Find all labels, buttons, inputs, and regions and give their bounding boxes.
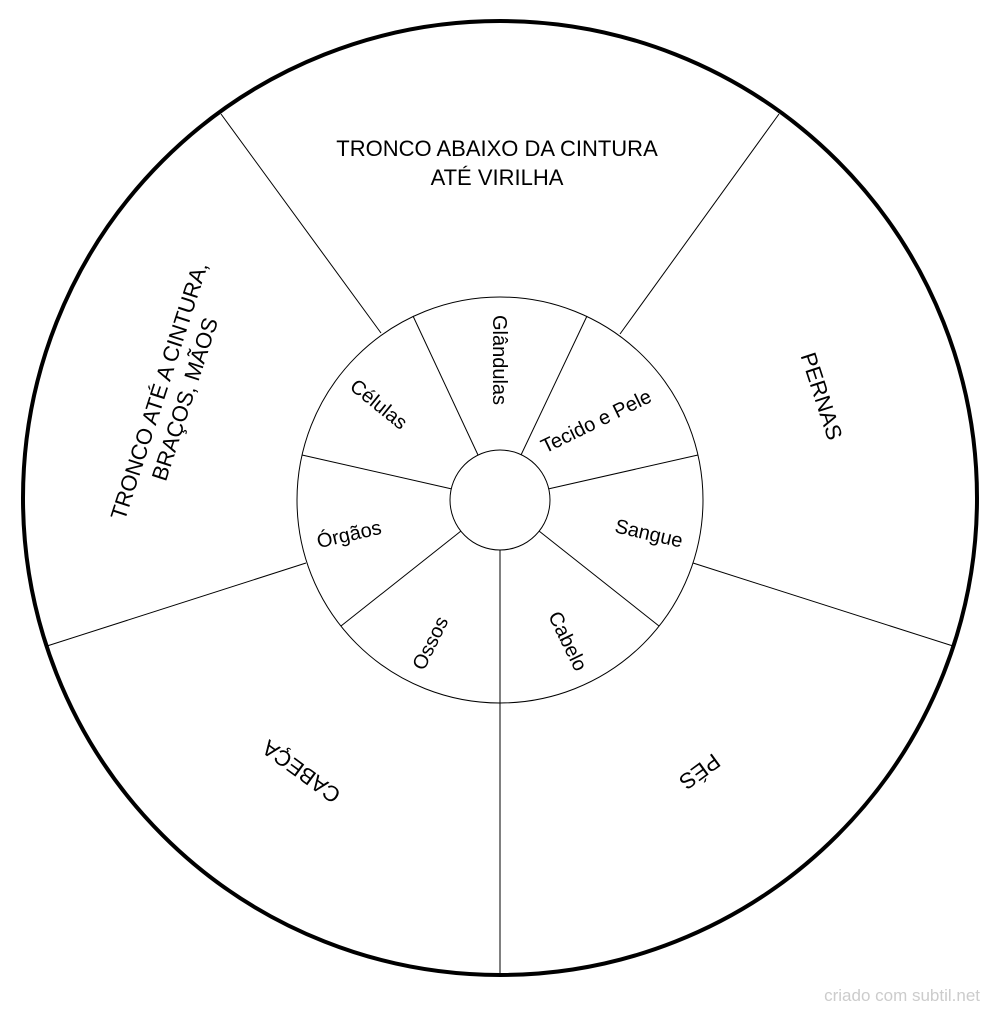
- inner-divider-2: [520, 315, 588, 456]
- inner-label-sangue: Sangue: [613, 515, 685, 552]
- inner-label-tecido-pele: Tecido e Pele: [538, 386, 656, 458]
- inner-divider-1: [412, 315, 479, 456]
- outer-label-line: CABEÇA: [257, 735, 345, 809]
- outer-divider-3: [692, 562, 954, 647]
- inner-label-text: Células: [346, 375, 412, 434]
- outer-label-cabeca: CABEÇA: [257, 735, 345, 809]
- inner-divider-3: [547, 454, 699, 490]
- outer-label-line: PERNAS: [796, 349, 848, 443]
- outer-label-tronco-abaixo: TRONCO ABAIXO DA CINTURA ATÉ VIRILHA: [336, 136, 658, 190]
- outer-label-pes: PÉS: [675, 749, 725, 795]
- outer-label-pernas: PERNAS: [796, 349, 848, 443]
- inner-label-orgaos: Órgãos: [315, 516, 384, 553]
- inner-label-text: Glândulas: [488, 315, 510, 405]
- outer-divider-1: [220, 113, 382, 334]
- outer-label-tronco-cintura: TRONCO ATÉ A CINTURA, BRAÇOS, MÃOS: [106, 259, 223, 523]
- outer-label-line: PÉS: [675, 749, 725, 795]
- inner-divider-6: [340, 530, 462, 627]
- watermark-text: criado com subtil.net: [824, 986, 980, 1005]
- outer-label-line: ATÉ VIRILHA: [431, 165, 564, 190]
- inner-label-text: Cabelo: [543, 608, 591, 675]
- inner-label-text: Órgãos: [315, 516, 384, 553]
- inner-label-cabelo: Cabelo: [543, 608, 591, 675]
- inner-divider-4: [538, 530, 660, 627]
- inner-label-celulas: Células: [346, 375, 412, 434]
- outer-divider-2: [619, 113, 780, 335]
- inner-label-ossos: Ossos: [409, 613, 454, 674]
- center-circle: [449, 449, 551, 551]
- inner-label-text: Tecido e Pele: [538, 386, 656, 458]
- outer-label-line: TRONCO ABAIXO DA CINTURA: [336, 136, 658, 161]
- inner-label-text: Ossos: [409, 613, 454, 674]
- inner-label-text: Sangue: [613, 515, 685, 552]
- outer-divider-5: [46, 562, 307, 647]
- inner-label-glandulas: Glândulas: [488, 315, 510, 405]
- inner-divider-7: [301, 454, 453, 490]
